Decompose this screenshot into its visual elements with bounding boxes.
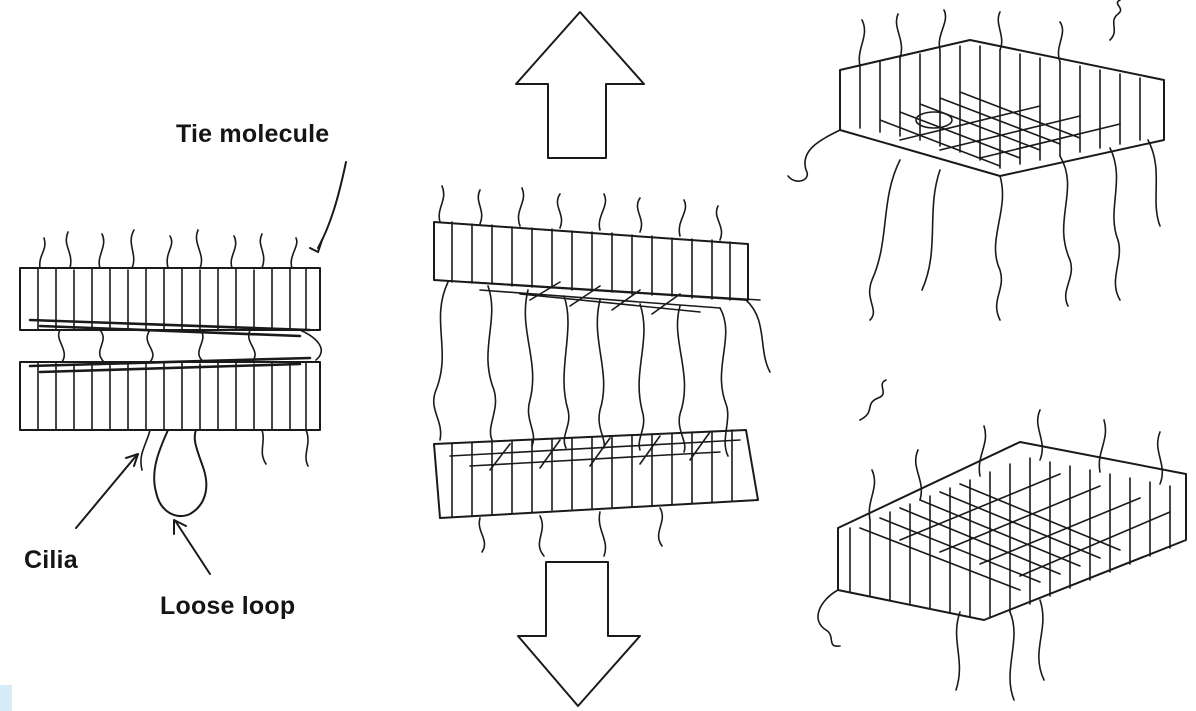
loose-loop-label: Loose loop [160,592,295,621]
cilia-label: Cilia [24,546,78,575]
loose-loop-pointer [176,522,210,574]
tie-molecule-label: Tie molecule [176,120,329,149]
left-bottom-lamella [20,358,320,430]
tie-molecule-pointer [318,162,346,248]
right-bottom-lamella [818,380,1186,700]
center-top-lamella [434,186,760,314]
left-loose-loop [154,430,206,516]
left-lamellae-stack [20,162,346,574]
up-arrow [516,12,644,158]
center-lamellae [434,12,770,706]
center-bottom-lamella [434,430,758,556]
right-top-lamella [788,0,1164,320]
center-tie-molecules [434,282,770,456]
cilia-pointer [76,456,136,528]
down-arrow [518,562,640,706]
corner-tint [0,685,12,711]
left-top-lamella [20,230,320,336]
